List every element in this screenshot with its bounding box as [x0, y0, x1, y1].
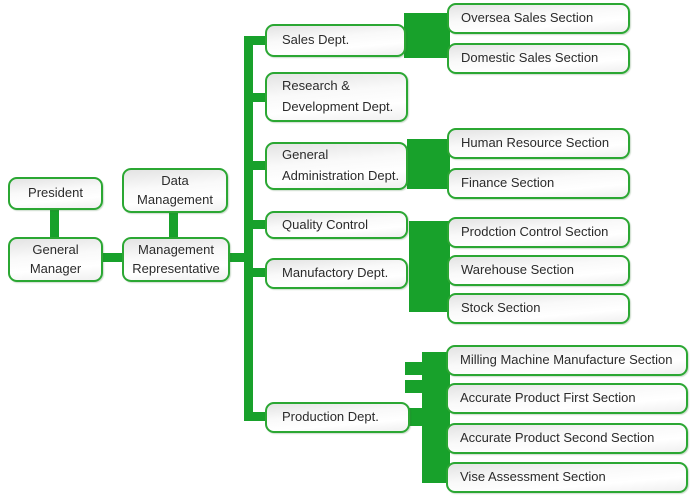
node-stock-section: Stock Section: [447, 293, 630, 324]
connector-production-to-bar: [408, 408, 428, 426]
node-warehouse-section-label: Warehouse Section: [461, 262, 574, 278]
connector-mgmtrep-trunk: [227, 253, 253, 262]
node-president-label: President: [28, 185, 83, 201]
node-vise-assessment-section: Vise Assessment Section: [446, 462, 688, 493]
connector-tab-production-2: [405, 380, 422, 393]
node-human-resource-section-label: Human Resource Section: [461, 135, 610, 151]
node-prodction-control-section: Prodction Control Section: [447, 217, 630, 248]
node-general-administration-dept-label: General Administration Dept.: [282, 147, 400, 183]
node-general-manager-label: General Manager: [29, 241, 82, 276]
node-vise-assessment-section-label: Vise Assessment Section: [460, 469, 606, 485]
node-sales-dept-label: Sales Dept.: [282, 32, 350, 48]
node-accurate-product-first-section: Accurate Product First Section: [446, 383, 688, 414]
node-research-development-dept: Research & Development Dept.: [265, 72, 408, 122]
connector-stub-quality-control: [251, 220, 267, 229]
connector-block-ga-sections: [407, 139, 450, 189]
connector-block-sales-sections: [404, 13, 450, 58]
connector-stub-general-administration: [251, 161, 267, 170]
node-domestic-sales-section: Domestic Sales Section: [447, 43, 630, 74]
node-warehouse-section: Warehouse Section: [447, 255, 630, 286]
node-accurate-product-second-section-label: Accurate Product Second Section: [460, 430, 655, 446]
node-management-representative-label: Management Representative: [132, 241, 220, 276]
node-quality-control: Quality Control: [265, 211, 408, 239]
node-management-representative: Management Representative: [122, 237, 230, 282]
node-milling-machine-manufacture-section-label: Milling Machine Manufacture Section: [460, 352, 673, 368]
node-finance-section: Finance Section: [447, 168, 630, 199]
node-accurate-product-first-section-label: Accurate Product First Section: [460, 390, 636, 406]
connector-block-qc-manufactory-sections: [409, 221, 450, 312]
connector-main-trunk: [244, 36, 253, 421]
connector-tab-production-1: [405, 362, 422, 375]
node-general-administration-dept: General Administration Dept.: [265, 142, 408, 190]
node-data-management-label: Data Management: [137, 172, 213, 207]
node-oversea-sales-section-label: Oversea Sales Section: [461, 10, 594, 26]
connector-stub-rnd: [251, 93, 267, 102]
node-domestic-sales-section-label: Domestic Sales Section: [461, 50, 599, 66]
connector-gm-mgmtrep: [100, 253, 124, 262]
connector-elbow-production: [244, 412, 267, 421]
node-president: President: [8, 177, 103, 210]
node-oversea-sales-section: Oversea Sales Section: [447, 3, 630, 34]
node-finance-section-label: Finance Section: [461, 175, 555, 191]
node-general-manager: General Manager: [8, 237, 103, 282]
connector-datamgmt-mgmtrep: [169, 211, 178, 239]
node-data-management: Data Management: [122, 168, 228, 213]
node-research-development-dept-label: Research & Development Dept.: [282, 78, 394, 114]
connector-president-gm: [50, 208, 59, 239]
node-sales-dept: Sales Dept.: [265, 24, 406, 57]
node-milling-machine-manufacture-section: Milling Machine Manufacture Section: [446, 345, 688, 376]
node-production-dept: Production Dept.: [265, 402, 410, 433]
node-stock-section-label: Stock Section: [461, 300, 541, 316]
node-human-resource-section: Human Resource Section: [447, 128, 630, 159]
node-quality-control-label: Quality Control: [282, 216, 368, 232]
node-production-dept-label: Production Dept.: [282, 409, 379, 425]
connector-stub-manufactory: [251, 268, 267, 277]
node-manufactory-dept: Manufactory Dept.: [265, 258, 408, 289]
node-manufactory-dept-label: Manufactory Dept.: [282, 265, 389, 281]
connector-stub-sales: [251, 36, 267, 45]
node-prodction-control-section-label: Prodction Control Section: [461, 224, 609, 240]
node-accurate-product-second-section: Accurate Product Second Section: [446, 423, 688, 454]
